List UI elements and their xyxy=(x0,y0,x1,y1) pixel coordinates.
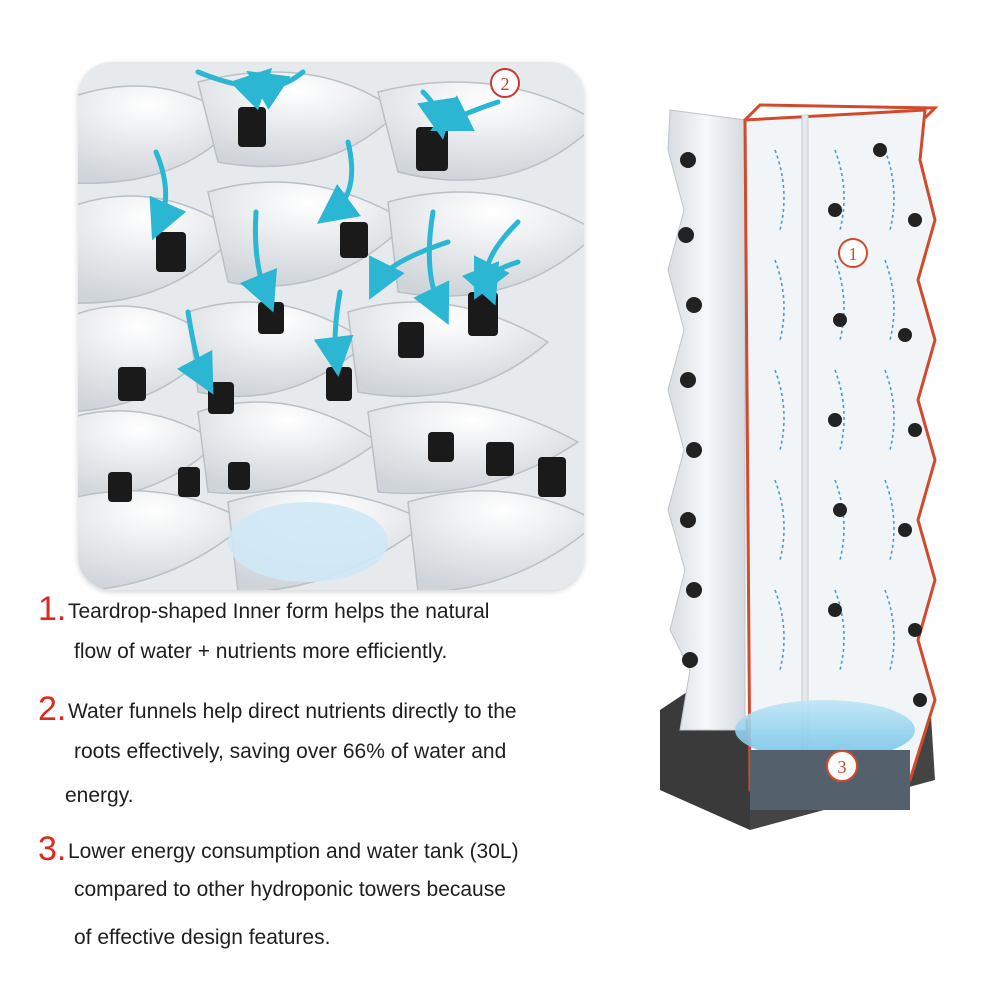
tower-cutaway-image: 1 3 xyxy=(650,90,950,850)
feature-text-line: energy. xyxy=(65,784,134,807)
callout-2-label: 2 xyxy=(501,74,510,94)
feature-text-line: compared to other hydroponic towers beca… xyxy=(74,878,506,901)
callout-1-circle xyxy=(838,238,868,268)
funnel-closeup-illustration: 2 xyxy=(78,62,584,590)
callout-2-circle xyxy=(490,68,520,98)
feature-number: 3. xyxy=(38,830,67,868)
feature-text-line: roots effectively, saving over 66% of wa… xyxy=(74,740,507,763)
feature-number: 2. xyxy=(38,690,67,728)
tower-illustration: 1 3 xyxy=(660,103,939,830)
feature-text-line: of effective design features. xyxy=(74,926,331,949)
callout-3-label: 3 xyxy=(838,757,847,777)
feature-text-line: Teardrop-shaped Inner form helps the nat… xyxy=(68,600,490,623)
callout-1-label: 1 xyxy=(849,244,858,264)
callout-3-circle xyxy=(826,750,858,782)
feature-number: 1. xyxy=(38,590,67,628)
feature-text-line: flow of water + nutrients more efficient… xyxy=(74,640,448,663)
feature-text-line: Water funnels help direct nutrients dire… xyxy=(68,700,517,723)
feature-text-line: Lower energy consumption and water tank … xyxy=(68,840,519,863)
funnel-closeup-image: 2 xyxy=(78,62,584,590)
